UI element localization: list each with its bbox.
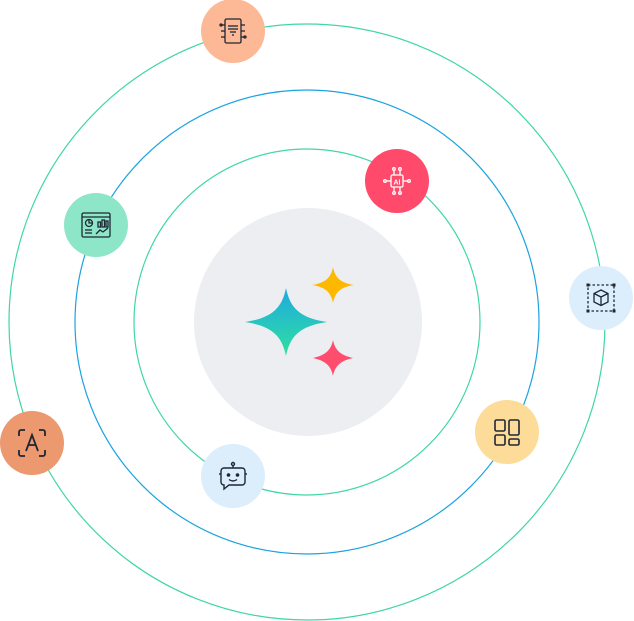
3d-box-node[interactable]: [569, 266, 633, 330]
chatbot-icon: [219, 461, 247, 491]
analytics-dashboard-node[interactable]: [64, 193, 128, 257]
analytics-dashboard-icon: [81, 212, 111, 238]
orbit-middle-ring: [74, 89, 540, 555]
chatbot-node[interactable]: [201, 444, 265, 508]
sparkle-large-icon: [245, 288, 327, 356]
layout-grid-node[interactable]: [475, 400, 539, 464]
text-recognition-node[interactable]: [0, 411, 64, 475]
chip-document-node[interactable]: [201, 0, 265, 63]
ai-processor-icon: AI: [383, 167, 411, 195]
chip-document-icon: [219, 18, 247, 44]
orbit-inner-ring: [133, 148, 481, 496]
sparkle-gold-icon: [312, 267, 354, 303]
3d-box-icon: [586, 283, 616, 313]
sparkle-red-icon: [313, 340, 353, 376]
text-recognition-icon: [18, 429, 46, 457]
layout-grid-icon: [494, 419, 520, 446]
svg-text:AI: AI: [394, 180, 401, 187]
ai-processor-node[interactable]: AI: [365, 149, 429, 213]
